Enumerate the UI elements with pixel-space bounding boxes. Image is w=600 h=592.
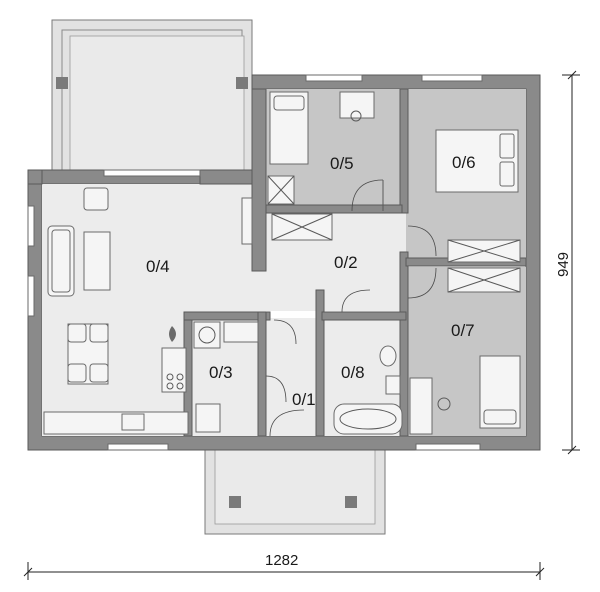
windows [27, 74, 483, 451]
doors [265, 179, 437, 437]
room-06-furniture [435, 129, 521, 263]
room-label-0-8: 0/8 [341, 363, 365, 382]
dimension-height: 949 [555, 70, 580, 455]
room-label-0-4: 0/4 [146, 257, 170, 276]
dimension-width: 1282 [23, 552, 545, 580]
room-label-0-2: 0/2 [334, 253, 358, 272]
room-label-0-6: 0/6 [452, 153, 476, 172]
terrace-top [51, 19, 253, 171]
room-08-furniture [333, 345, 403, 435]
living-furniture [43, 187, 253, 435]
room-label-0-1: 0/1 [292, 390, 316, 409]
room-label-0-7: 0/7 [451, 321, 475, 340]
interior-walls [27, 88, 527, 437]
width-label: 1282 [265, 552, 298, 569]
floors [42, 89, 526, 436]
room-label-0-5: 0/5 [330, 154, 354, 173]
terrace-bottom [204, 445, 386, 535]
room-label-0-3: 0/3 [209, 363, 233, 382]
room-03-furniture [193, 321, 259, 433]
room-05-furniture [267, 91, 375, 241]
room-07-furniture [409, 267, 521, 435]
height-label: 949 [555, 252, 572, 277]
